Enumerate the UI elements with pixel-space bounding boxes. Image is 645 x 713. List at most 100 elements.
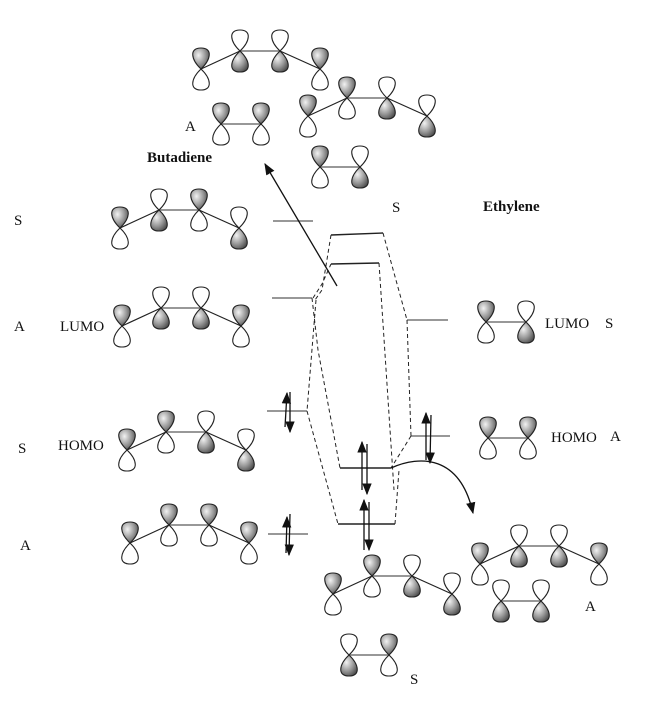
butadiene-psi4-c2-bottom-lobe [150,209,168,232]
combined-s1-diene-c4-bottom-lobe [418,115,436,138]
bond [200,307,242,327]
butadiene-psi2-c4-top-lobe [237,428,255,451]
combined-s2-ene-c2-bottom-lobe [380,654,398,677]
combined-s1-ene-c2-bottom-lobe [351,166,369,189]
combined-a1-diene-c2-bottom-lobe [231,50,249,73]
combined-s1-ene-c1-bottom-lobe [311,166,329,189]
combined-a1-ene-c2-bottom-lobe [252,123,270,146]
ethylene-lumo-c2-top-lobe [517,300,535,323]
butadiene-psi2-c1-top-lobe [118,428,136,451]
combined-a1-diene-c1-bottom-lobe [192,68,210,91]
combined-s1-diene-c3-top-lobe [378,76,396,99]
combined-s2-diene-c3-bottom-lobe [403,575,421,598]
butadiene-psi4-c4-top-lobe [230,206,248,229]
combined-a1-diene-c4-top-lobe [311,47,329,70]
combined-s2-diene-c2-top-lobe [363,554,381,577]
combined-a2-diene-c3-bottom-lobe [550,545,568,568]
combined-top-right-symmetry: S [392,200,400,216]
butadiene-psi1-c1-top-lobe [121,521,139,544]
combined-bottom-center-symmetry: S [410,672,418,688]
product-level-4 [330,232,384,236]
combined-a2-ene-c2-bottom-lobe [532,600,550,623]
orbital-drawings [111,29,608,677]
ethylene-homo-c2-top-lobe [519,416,537,439]
combined-s1-diene-c4-top-lobe [418,94,436,117]
butadiene-psi4-c1-top-lobe [111,206,129,229]
product-level-3 [330,262,380,265]
butadiene-psi4-c1-bottom-lobe [111,227,129,250]
correlation-lines [306,232,412,525]
ethylene-lumo-c2-bottom-lobe [517,321,535,344]
butadiene-psi1-c4-top-lobe [240,521,258,544]
bond [126,431,167,451]
ethylene-lumo-label: LUMO [545,316,589,332]
combined-a1-ene-c2-top-lobe [252,102,270,125]
ethylene-lumo-c1-bottom-lobe [477,321,495,344]
ethylene-homo-symmetry: A [610,429,621,445]
combined-a1-diene-c1-top-lobe [192,47,210,70]
butadiene-psi2-c4-bottom-lobe [237,449,255,472]
combined-s1-ene-c1-top-lobe [311,145,329,168]
butadiene-psi3-c2-top-lobe [152,286,170,309]
butadiene-psi3-c1-bottom-lobe [113,325,131,348]
combined-a2-ene-c2-top-lobe [532,579,550,602]
combined-a1-ene-c1-bottom-lobe [212,123,230,146]
butadiene-psi4-c4-bottom-lobe [230,227,248,250]
butadiene-psi1-c3-bottom-lobe [200,524,218,547]
butadiene-psi3-c2-bottom-lobe [152,307,170,330]
combined-a2-diene-c3-top-lobe [550,524,568,547]
butadiene-psi4-c3-top-lobe [190,188,208,211]
bond [411,575,453,595]
combined-top-left-symmetry: A [185,119,196,135]
butadiene-psi3-c3-top-lobe [192,286,210,309]
butadiene-homo-label: HOMO [58,438,104,454]
bond [307,97,348,117]
butadiene-psi1-symmetry: A [20,538,31,554]
bond [208,524,250,544]
butadiene-psi3-c4-top-lobe [232,304,250,327]
ethylene-lumo-symmetry: S [605,316,613,332]
combined-a2-diene-c4-top-lobe [590,542,608,565]
bond [332,575,373,595]
butadiene-psi2-c3-top-lobe [197,410,215,433]
butadiene-title: Butadiene [147,150,212,166]
butadiene-psi2-c2-bottom-lobe [157,431,175,454]
bond [205,431,247,451]
butadiene-psi3-symmetry: A [14,319,25,335]
butadiene-psi3-c1-top-lobe [113,304,131,327]
combined-a1-diene-c4-bottom-lobe [311,68,329,91]
butadiene-psi3-c4-bottom-lobe [232,325,250,348]
combined-bottom-right-symmetry: A [585,599,596,615]
combined-s2-diene-c4-top-lobe [443,572,461,595]
combined-s1-diene-c3-bottom-lobe [378,97,396,120]
butadiene-psi3-c3-bottom-lobe [192,307,210,330]
ethylene-title: Ethylene [483,199,540,215]
bond [119,209,160,229]
butadiene-psi4-c3-bottom-lobe [190,209,208,232]
ethylene-homo-c1-top-lobe [479,416,497,439]
butadiene-psi1-c3-top-lobe [200,503,218,526]
combined-s1-ene-c2-top-lobe [351,145,369,168]
butadiene-psi1-c2-top-lobe [160,503,178,526]
bond [121,307,162,327]
butadiene-psi2-c2-top-lobe [157,410,175,433]
butadiene-lumo-label: LUMO [60,319,104,335]
combined-s2-ene-c1-bottom-lobe [340,654,358,677]
combined-s2-ene-c1-top-lobe [340,633,358,656]
interaction-arrow-up [264,162,338,287]
bond [386,97,428,117]
combined-s2-diene-c1-bottom-lobe [324,593,342,616]
combined-s1-diene-c2-top-lobe [338,76,356,99]
combined-a2-diene-c4-bottom-lobe [590,563,608,586]
combined-a1-diene-c3-top-lobe [271,29,289,52]
ethylene-lumo-c1-top-lobe [477,300,495,323]
bond [479,545,520,565]
bond [279,50,321,70]
butadiene-psi4-symmetry: S [14,213,22,229]
bond [558,545,600,565]
ethylene-homo-c1-bottom-lobe [479,437,497,460]
combined-a2-diene-c1-top-lobe [471,542,489,565]
ethylene-homo-label: HOMO [551,430,597,446]
combined-s1-diene-c2-bottom-lobe [338,97,356,120]
